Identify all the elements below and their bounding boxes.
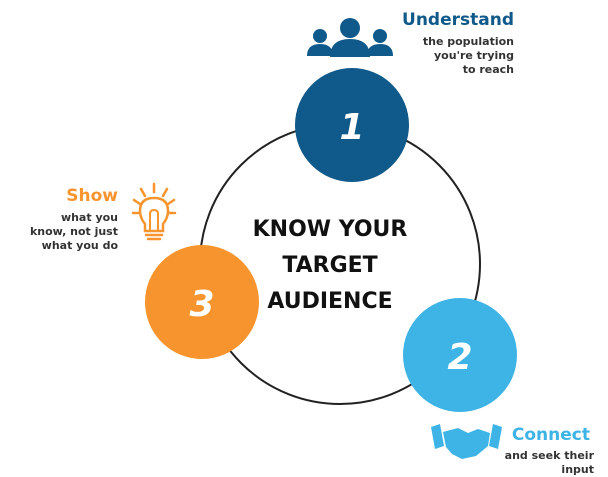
- lightbulb-icon: [131, 182, 177, 241]
- step-1-description-line-3: to reach: [463, 63, 514, 76]
- step-3-description-line-1: what you: [61, 211, 118, 224]
- step-3: 3: [145, 245, 259, 359]
- step-2-description-line-1: and seek their: [505, 449, 595, 462]
- step-2-circle: [403, 298, 517, 412]
- people-group-icon: [307, 18, 393, 57]
- step-1-number: 1: [339, 107, 364, 148]
- step-3-number: 3: [189, 284, 214, 325]
- step-3-description-line-2: know, not just: [30, 225, 118, 238]
- handshake-icon: [431, 424, 502, 459]
- step-1-description-line-1: the population: [423, 35, 514, 48]
- center-title: KNOW YOUR TARGET AUDIENCE: [253, 217, 408, 314]
- center-title-line-1: KNOW YOUR: [253, 217, 408, 242]
- step-3-description-line-3: what you do: [42, 239, 119, 252]
- step-2-description-line-2: input: [561, 463, 594, 476]
- step-1: 1: [295, 68, 409, 182]
- center-title-line-2: TARGET: [282, 253, 377, 278]
- step-3-heading: Show: [66, 186, 118, 206]
- step-1-description-line-2: you're trying: [434, 49, 514, 62]
- step-3-circle: [145, 245, 259, 359]
- step-2-heading: Connect: [512, 425, 590, 445]
- step-2-number: 2: [447, 337, 472, 378]
- step-2: 2: [403, 298, 517, 412]
- step-1-circle: [295, 68, 409, 182]
- step-1-heading: Understand: [402, 10, 514, 30]
- center-title-line-3: AUDIENCE: [267, 289, 392, 314]
